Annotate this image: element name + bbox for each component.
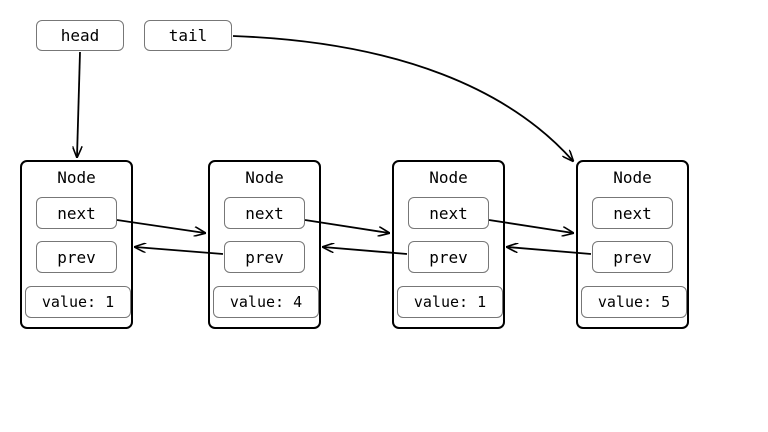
head-arrow (77, 51, 80, 157)
node-title: Node (429, 168, 468, 187)
node-title: Node (245, 168, 284, 187)
next-field: next (36, 197, 117, 229)
tail-arrow (232, 35, 573, 161)
node-4: Node next prev value: 5 (576, 160, 689, 329)
node-3: Node next prev value: 1 (392, 160, 505, 329)
prev-field: prev (224, 241, 305, 273)
value-field: value: 1 (397, 286, 503, 318)
node-title: Node (613, 168, 652, 187)
prev-field: prev (36, 241, 117, 273)
node-2: Node next prev value: 4 (208, 160, 321, 329)
node-1: Node next prev value: 1 (20, 160, 133, 329)
next-field: next (592, 197, 673, 229)
prev-field: prev (408, 241, 489, 273)
value-field: value: 5 (581, 286, 687, 318)
value-field: value: 1 (25, 286, 131, 318)
next-field: next (224, 197, 305, 229)
prev-field: prev (592, 241, 673, 273)
next-field: next (408, 197, 489, 229)
value-field: value: 4 (213, 286, 319, 318)
tail-pointer: tail (144, 20, 232, 51)
head-pointer: head (36, 20, 124, 51)
node-title: Node (57, 168, 96, 187)
